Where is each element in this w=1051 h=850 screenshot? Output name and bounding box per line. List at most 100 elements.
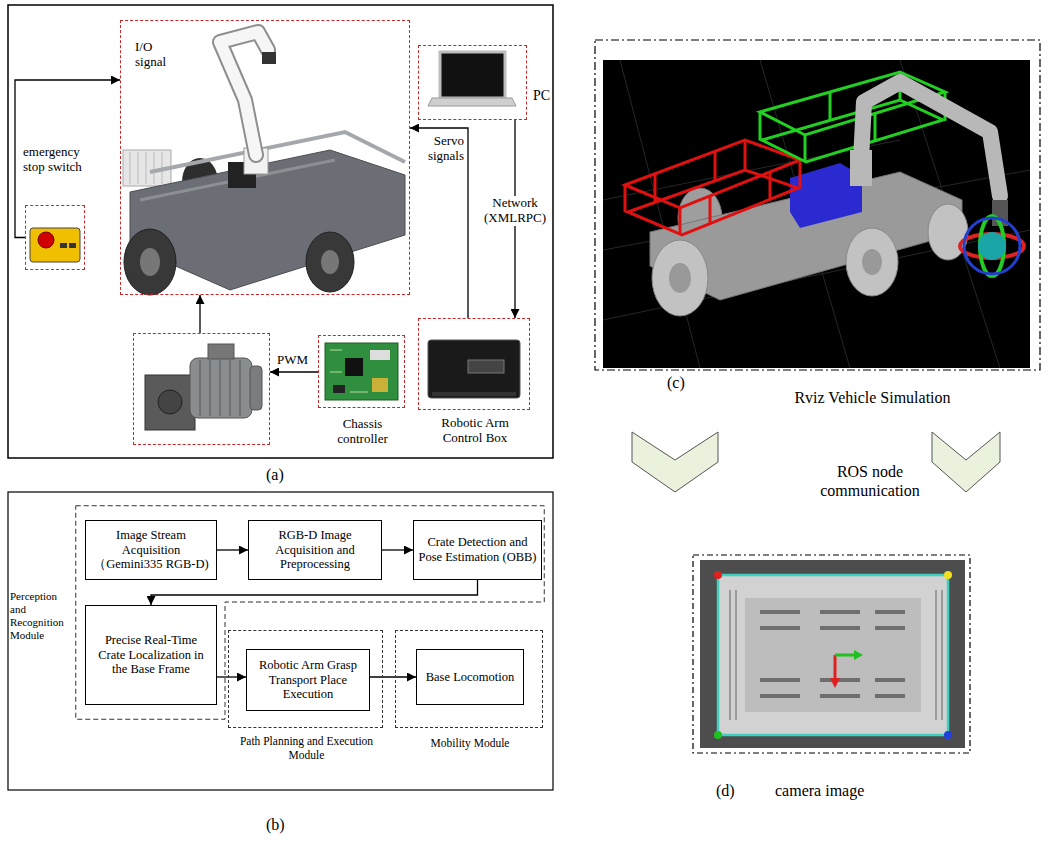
connector — [199, 295, 200, 333]
emergency-stop-icon-part — [69, 243, 76, 248]
panel-label: (b) — [266, 815, 285, 834]
connector — [15, 80, 120, 238]
connector — [270, 371, 318, 372]
camera-image-part — [718, 575, 948, 735]
rviz-simulation-render-part-part — [760, 72, 945, 135]
circuit-board-icon-part — [372, 378, 388, 392]
connector — [382, 549, 413, 550]
node-heading: Robotic Arm Control Box — [431, 415, 519, 446]
panel-label: (c) — [667, 373, 685, 392]
circuit-board-icon-part — [330, 350, 368, 392]
motor-icon-part — [190, 358, 252, 418]
node-heading: emergency stop switch — [23, 144, 93, 175]
circuit-board-icon-part — [333, 385, 345, 393]
node-label: Base Locomotion — [426, 670, 515, 685]
robot-vehicle-photo-part — [130, 152, 162, 184]
motor-icon-part — [145, 375, 195, 430]
flow-chevron-part — [932, 432, 1000, 492]
panel-label: (a) — [266, 465, 284, 484]
laptop-icon — [428, 52, 516, 106]
panel-frame-part — [8, 492, 553, 790]
chassis-controller-frame: Chassis controller — [318, 335, 405, 408]
camera-image — [700, 560, 965, 748]
motor-icon-part — [208, 344, 234, 359]
signal-label: Network (XMLRPC) — [482, 196, 548, 226]
flow-chevron-part — [632, 432, 718, 492]
rviz-simulation-render-part — [669, 263, 691, 293]
control-box-icon — [428, 340, 520, 398]
emergency-stop-frame: emergency stop switch — [25, 205, 85, 270]
signal-label: PWM — [277, 353, 308, 368]
camera-image-part — [714, 571, 722, 579]
motor-icon-part — [200, 360, 240, 416]
arm-control-box-frame: Robotic Arm Control Box — [418, 318, 530, 410]
flow-caption: ROS node communication — [805, 462, 935, 500]
process-box: Robotic Arm Grasp Transport Place Execut… — [246, 649, 370, 711]
process-box: Image Stream Acquisition（Gemini335 RGB-D… — [85, 520, 217, 580]
circuit-board-icon-part — [345, 358, 363, 376]
laptop-icon-part — [440, 52, 505, 98]
robot-vehicle-photo-part — [321, 250, 339, 274]
connector — [217, 676, 246, 677]
motor-frame — [133, 333, 270, 445]
module-group: Path Planning and Execution ModuleRoboti… — [228, 630, 383, 728]
node-label: Image Stream Acquisition（Gemini335 RGB-D… — [90, 528, 212, 572]
robot-vehicle-photo — [123, 32, 405, 295]
rviz-simulation-render — [603, 60, 1030, 368]
rviz-simulation-render-part — [625, 140, 800, 235]
node-label: RGB-D Image Acquisition and Preprocessin… — [253, 528, 377, 572]
signal-label: Servo signals — [416, 134, 464, 164]
motor-icon — [145, 344, 262, 430]
emergency-stop-icon-part — [60, 243, 67, 248]
camera-image-part — [714, 731, 722, 739]
process-box: Crate Detection and Pose Estimation (OBB… — [413, 520, 542, 580]
node-heading: Perception and Recognition Module — [10, 590, 70, 642]
module-group: Mobility ModuleBase Locomotion — [395, 630, 543, 728]
control-box-icon-part — [468, 360, 504, 373]
process-box: Precise Real-Time Crate Localization in … — [85, 605, 217, 705]
panel-frame-part — [8, 5, 553, 458]
emergency-stop-icon-part — [30, 228, 80, 262]
robot-vehicle-photo-part — [262, 52, 276, 64]
panel-frame — [8, 5, 1040, 790]
camera-image-part — [944, 731, 952, 739]
rviz-simulation-render-part — [861, 82, 1000, 196]
process-box: Base Locomotion — [416, 649, 524, 705]
emergency-stop-icon — [30, 228, 80, 262]
emergency-stop-icon-part — [38, 232, 54, 248]
robot-vehicle-photo-part — [220, 32, 268, 155]
camera-image-part — [730, 590, 942, 720]
rviz-simulation-render-part — [978, 232, 1006, 260]
camera-image-part — [718, 575, 948, 735]
connector — [370, 676, 416, 677]
rviz-simulation-render-part-part — [625, 140, 800, 235]
laptop-icon-part — [428, 98, 516, 106]
panel-frame-part — [693, 555, 970, 753]
control-box-icon-part — [432, 392, 516, 396]
camera-image-part — [854, 650, 863, 660]
robot-vehicle-photo-part — [306, 232, 354, 292]
panel-label: (d) — [716, 781, 735, 800]
robot-vehicle-photo-part — [124, 229, 176, 295]
panel-frame-part — [595, 40, 1040, 370]
node-heading: Chassis controller — [319, 416, 406, 447]
rviz-simulation-render-part — [603, 60, 1030, 368]
rviz-simulation-render-part — [964, 218, 1020, 274]
control-box-icon-part — [428, 340, 520, 398]
rviz-simulation-render-part — [846, 228, 898, 296]
connector — [410, 128, 468, 318]
node-heading: Mobility Module — [396, 737, 544, 751]
node-label: Precise Real-Time Crate Localization in … — [90, 633, 212, 677]
node-label: Crate Detection and Pose Estimation (OBB… — [418, 535, 537, 565]
pc-frame: PC — [418, 45, 527, 120]
camera-image-part — [835, 654, 856, 657]
group-outline-shape — [76, 506, 545, 720]
panel-caption: camera image — [775, 781, 864, 800]
process-box: RGB-D Image Acquisition and Preprocessin… — [248, 520, 382, 580]
camera-image-part — [760, 612, 905, 696]
camera-image-part — [745, 598, 921, 712]
